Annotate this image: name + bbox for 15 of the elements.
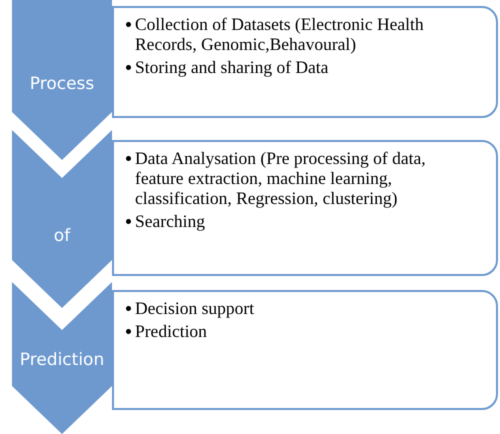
bullet-text: Decision support	[126, 298, 472, 318]
bullet-text: Storing and sharing of Data	[126, 57, 472, 77]
chevron-shape	[12, 282, 112, 434]
bullet-text: Data Analysation (Pre processing of data, feature extraction, machine learning, classification, Regression, clustering)	[126, 148, 472, 208]
text-panel	[112, 290, 498, 410]
chevron-shape	[12, 130, 112, 308]
chevron-shape	[12, 0, 112, 160]
chevron-label: Process	[28, 74, 96, 94]
bullet-text: Prediction	[126, 321, 472, 341]
chevron-label: Prediction	[18, 350, 106, 370]
chevron-label: of	[52, 226, 72, 246]
bullet-text: Collection of Datasets (Electronic Health Records, Genomic,Behavoural)	[126, 14, 472, 54]
bullet-text: Searching	[126, 211, 472, 231]
text-panel	[112, 6, 498, 118]
text-panel	[112, 140, 498, 276]
